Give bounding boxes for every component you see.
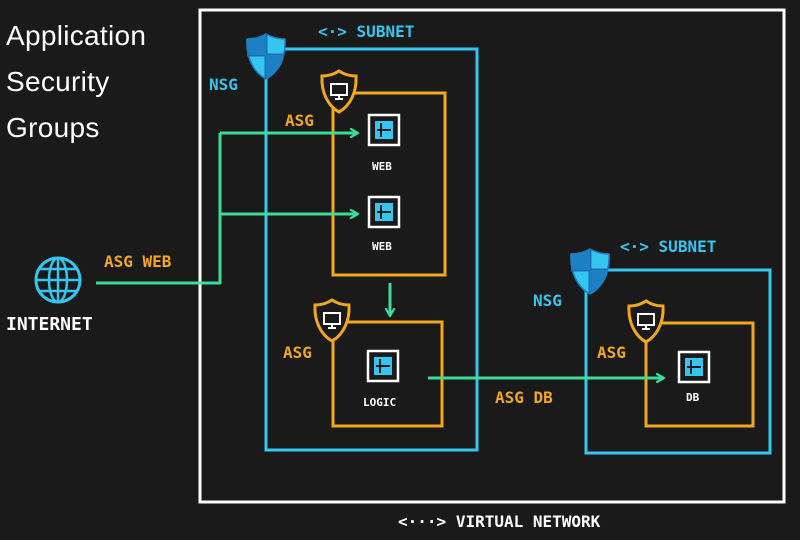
- virtual-network-text: VIRTUAL NETWORK: [455, 512, 601, 531]
- subnet-1-boundary: [264, 47, 479, 452]
- vm-web-2-label: WEB: [372, 240, 392, 253]
- nsg-2-label: NSG: [533, 291, 562, 310]
- asg-logic-group-label: ASG: [283, 343, 312, 362]
- vm-db-label: DB: [686, 391, 700, 404]
- subnet-2-boundary: [584, 268, 772, 455]
- nsg-shield-icon: [570, 248, 610, 295]
- vm-icon: [677, 350, 711, 384]
- subnet-2-text: SUBNET: [658, 237, 717, 256]
- internet-label: INTERNET: [6, 314, 93, 335]
- internet-globe-icon: [34, 256, 82, 304]
- subnet-2-label: <·> SUBNET: [620, 237, 716, 256]
- flow-asg-web-label: ASG WEB: [104, 252, 172, 271]
- asg-db-group-boundary: [644, 321, 755, 428]
- vm-logic-label: LOGIC: [363, 396, 397, 409]
- subnet-1-label: <·> SUBNET: [318, 22, 414, 41]
- asg-web-group-boundary: [331, 91, 447, 277]
- subnet-1-text: SUBNET: [356, 22, 415, 41]
- vnet-glyph: <···>: [398, 512, 447, 531]
- asg-logic-group-boundary: [331, 320, 444, 428]
- asg-badge-icon: [627, 299, 665, 344]
- vm-icon: [366, 349, 400, 383]
- nsg-shield-icon: [246, 33, 286, 80]
- title-line-2: Security: [6, 66, 110, 97]
- flow-asg-db-label: ASG DB: [495, 388, 553, 407]
- nsg-1-label: NSG: [209, 75, 238, 94]
- asg-db-group-label: ASG: [597, 343, 626, 362]
- title-line-3: Groups: [6, 112, 100, 143]
- asg-badge-icon: [320, 69, 358, 114]
- vm-icon: [367, 195, 401, 229]
- flow-internet-trunk: [96, 133, 222, 285]
- vm-icon: [367, 113, 401, 147]
- subnet-glyph: <·>: [620, 237, 649, 256]
- subnet-glyph: <·>: [318, 22, 347, 41]
- vm-web-1-label: WEB: [372, 160, 392, 173]
- virtual-network-label: <···> VIRTUAL NETWORK: [398, 512, 600, 531]
- virtual-network-boundary: [198, 8, 786, 504]
- asg-web-group-label: ASG: [285, 111, 314, 130]
- asg-badge-icon: [313, 298, 351, 343]
- title-line-1: Application: [6, 20, 147, 51]
